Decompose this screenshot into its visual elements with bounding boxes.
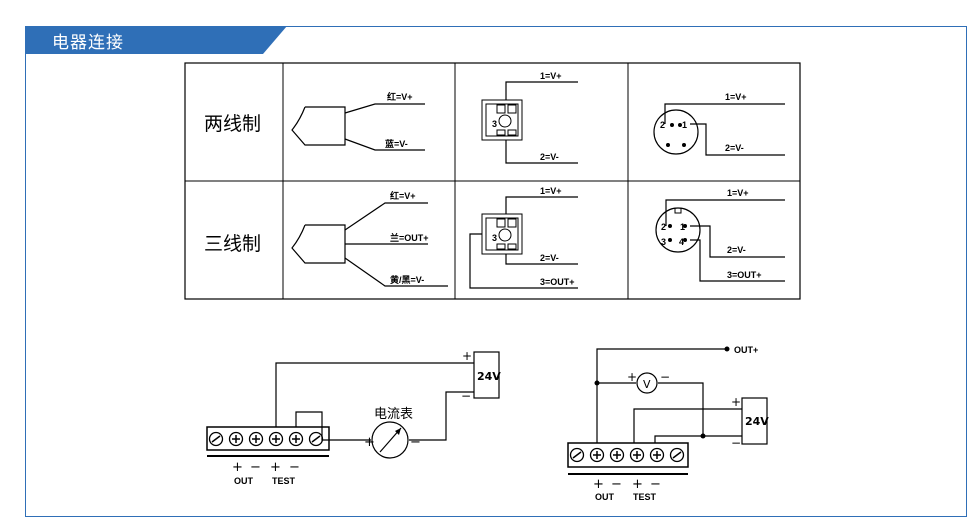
round-connector-two (653, 103, 785, 156)
terminal-screw-icon (268, 431, 284, 447)
wire-label: 1=V+ (725, 92, 747, 102)
meter-minus: − (410, 435, 421, 450)
screw-slot (232, 435, 240, 443)
wire-label: 蓝=V- (385, 138, 408, 149)
screw-slot (572, 451, 582, 459)
screw-slot (593, 451, 601, 459)
cable-two-wire (291, 103, 425, 151)
screw-slot (272, 435, 280, 443)
screw-slot (672, 451, 682, 459)
content-frame (25, 26, 967, 517)
wire-label: 2=V- (727, 245, 746, 255)
terminal-sign: + (232, 460, 243, 475)
wire-label: 3=OUT+ (727, 270, 762, 280)
wire-label: 3=OUT+ (540, 277, 575, 287)
terminal-sign: + (270, 460, 281, 475)
row-label-three-wire: 三线制 (204, 233, 261, 255)
wire-label: 黄/黑=V- (390, 274, 424, 285)
wire-label: 1=V+ (540, 71, 562, 81)
test-label: TEST (272, 476, 296, 486)
section-title: 电器连接 (52, 33, 124, 53)
terminal-dot-out (724, 346, 730, 352)
pin-label: 4 (679, 237, 684, 247)
out-plus-label: OUT+ (734, 345, 758, 355)
terminal-sign: + (593, 477, 604, 492)
junction-dot (594, 380, 600, 386)
supply-plus: + (731, 395, 741, 409)
terminal-screw-icon (669, 447, 685, 463)
terminal-screw-icon (228, 431, 244, 447)
round-connector-three (655, 199, 785, 282)
screw-slot (653, 451, 661, 459)
meter-needle-icon (395, 428, 401, 435)
terminal-screw-icon (589, 447, 605, 463)
screw-slot (633, 451, 641, 459)
wire-label: 2=V- (725, 143, 744, 153)
terminal-sign: − (611, 477, 622, 492)
terminal-screw-icon (208, 431, 224, 447)
pin-label: 3 (492, 233, 497, 243)
screw-slot (292, 435, 300, 443)
supply-minus: − (461, 389, 471, 403)
square-connector-two (481, 81, 578, 164)
terminal-screws-right (569, 447, 685, 463)
voltmeter-plus: + (627, 370, 637, 384)
terminal-sign: + (632, 477, 643, 492)
supply-label: 24V (477, 370, 501, 383)
terminal-screw-icon (248, 431, 264, 447)
wire-label: 红=V+ (387, 91, 413, 102)
junction-dot (700, 433, 706, 439)
wire-label: 兰=OUT+ (390, 232, 429, 243)
out-label: OUT (234, 476, 254, 486)
cable-three-wire (291, 202, 448, 287)
screw-slot (311, 435, 321, 443)
square-connector-three (469, 196, 578, 289)
pin-label: 3 (492, 119, 497, 129)
header-tab (25, 26, 287, 54)
pin-label: 2 (661, 222, 666, 232)
terminal-sign: − (250, 460, 261, 475)
screw-slot (252, 435, 260, 443)
wire-label: 1=V+ (727, 188, 749, 198)
supply-minus: − (731, 436, 741, 450)
pin-label: 1 (680, 222, 685, 232)
wiring-table (184, 62, 801, 300)
pin-label: 2 (660, 120, 665, 130)
wire-label: 红=V+ (390, 190, 416, 201)
meter-plus: + (364, 435, 375, 450)
terminal-screw-icon (288, 431, 304, 447)
terminal-sign: − (650, 477, 661, 492)
test-label: TEST (633, 492, 657, 502)
row-label-two-wire: 两线制 (204, 113, 261, 135)
screw-slot (211, 435, 221, 443)
screw-slot (613, 451, 621, 459)
terminal-screws-left (208, 431, 324, 447)
terminal-screw-icon (569, 447, 585, 463)
terminal-screw-icon (308, 431, 324, 447)
terminal-screw-icon (609, 447, 625, 463)
wire-label: 1=V+ (540, 186, 562, 196)
pin-label: 3 (661, 237, 666, 247)
wire-label: 2=V- (540, 253, 559, 263)
right-circuit (567, 348, 768, 475)
voltmeter-label: V (643, 378, 651, 391)
wire-label: 2=V- (540, 152, 559, 162)
terminal-sign: − (289, 460, 300, 475)
terminal-screw-icon (629, 447, 645, 463)
terminal-screw-icon (649, 447, 665, 463)
voltmeter-minus: − (660, 370, 670, 384)
pin-label: 1 (682, 120, 687, 130)
supply-plus: + (462, 349, 472, 363)
supply-label: 24V (745, 415, 769, 428)
out-label: OUT (595, 492, 615, 502)
meter-label: 电流表 (374, 407, 413, 422)
